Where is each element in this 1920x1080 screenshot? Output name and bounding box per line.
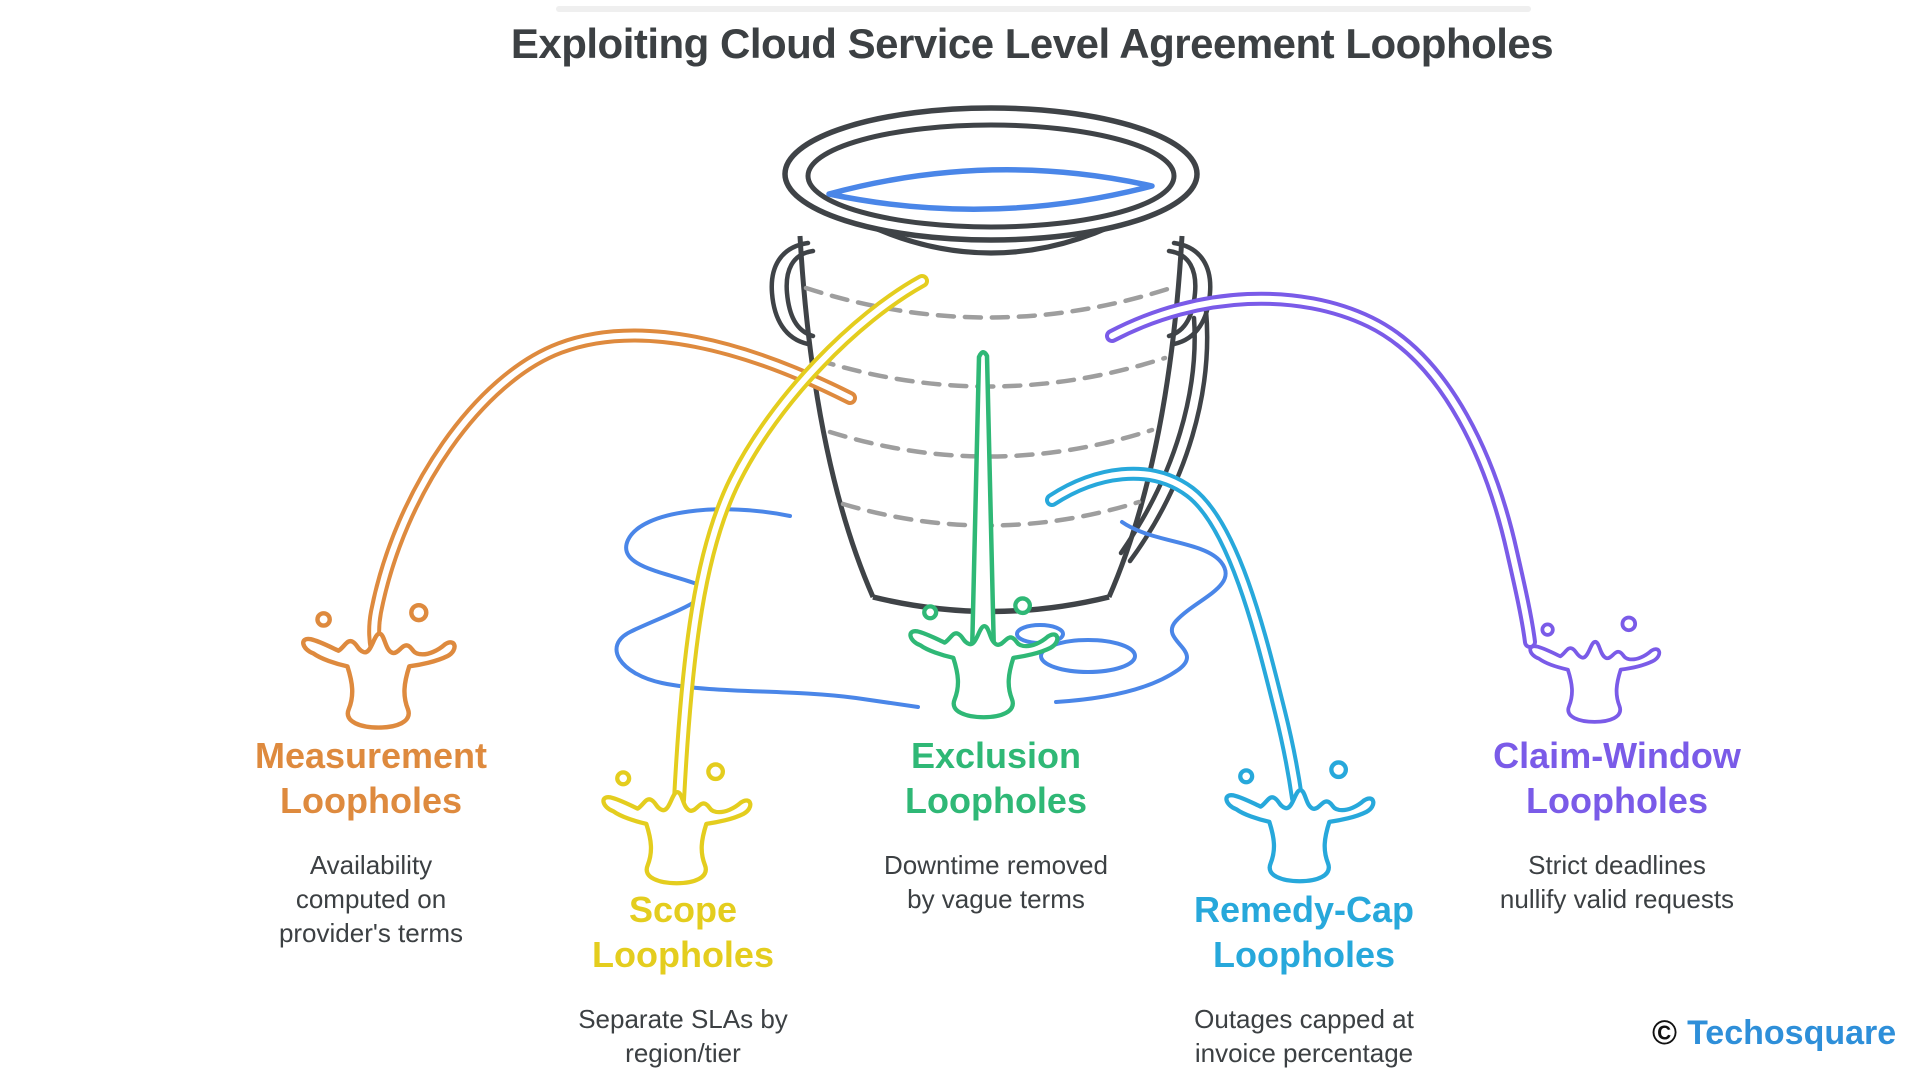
copyright-icon: ©	[1652, 1014, 1678, 1052]
label-exclusion: Exclusion Loopholes Downtime removed by …	[884, 734, 1108, 917]
splash-icon-claim-window	[1528, 615, 1662, 724]
label-claim-window: Claim-Window Loopholes Strict deadlines …	[1493, 734, 1741, 917]
label-measurement: Measurement Loopholes Availability compu…	[255, 734, 487, 951]
label-scope: Scope Loopholes Separate SLAs by region/…	[578, 888, 788, 1071]
bucket-handle-right	[1171, 240, 1213, 347]
loophole-desc-measurement: Availability computed on provider's term…	[278, 850, 464, 948]
loophole-desc-exclusion: Downtime removed by vague terms	[884, 850, 1108, 915]
dash-line-1	[803, 283, 1180, 320]
watermark: © Techosquare	[1652, 1016, 1896, 1050]
loophole-title-claim-window: Claim-Window Loopholes	[1493, 735, 1741, 821]
page-title: Exploiting Cloud Service Level Agreement…	[510, 20, 1554, 67]
measurement-stream	[374, 336, 850, 650]
bucket-handle-wire-outer	[1127, 307, 1210, 564]
puddle-left	[614, 507, 920, 709]
bucket-wall-right	[1106, 235, 1185, 599]
dash-line-2	[815, 355, 1168, 389]
bucket-water	[826, 167, 1155, 212]
claim-window-stream	[1112, 299, 1530, 642]
puddle	[614, 507, 1228, 709]
loophole-title-exclusion: Exclusion Loopholes	[904, 735, 1087, 821]
bucket-handle-left-inner	[784, 248, 816, 339]
loophole-desc-scope: Separate SLAs by region/tier	[578, 1004, 788, 1069]
bucket-handle-wire-inner	[1118, 315, 1197, 556]
bucket-wall-left	[797, 235, 876, 599]
bucket-handle-left	[769, 240, 811, 347]
loophole-title-measurement: Measurement Loopholes	[254, 735, 488, 821]
top-divider-line	[556, 6, 1531, 12]
loophole-title-remedy-cap: Remedy-Cap Loopholes	[1193, 889, 1415, 975]
label-remedy-cap: Remedy-Cap Loopholes Outages capped at i…	[1194, 888, 1414, 1071]
loophole-title-scope: Scope Loopholes	[591, 889, 774, 975]
loophole-desc-remedy-cap: Outages capped at invoice percentage	[1194, 1004, 1414, 1069]
loophole-desc-claim-window: Strict deadlines nullify valid requests	[1499, 850, 1735, 915]
puddle-drop-large	[1039, 638, 1137, 674]
watermark-brand: Techosquare	[1687, 1014, 1897, 1052]
bucket-handle-right-inner	[1166, 248, 1198, 339]
puddle-right	[1054, 520, 1228, 704]
bucket-handles	[769, 240, 1213, 564]
exclusion-stream	[969, 350, 997, 658]
